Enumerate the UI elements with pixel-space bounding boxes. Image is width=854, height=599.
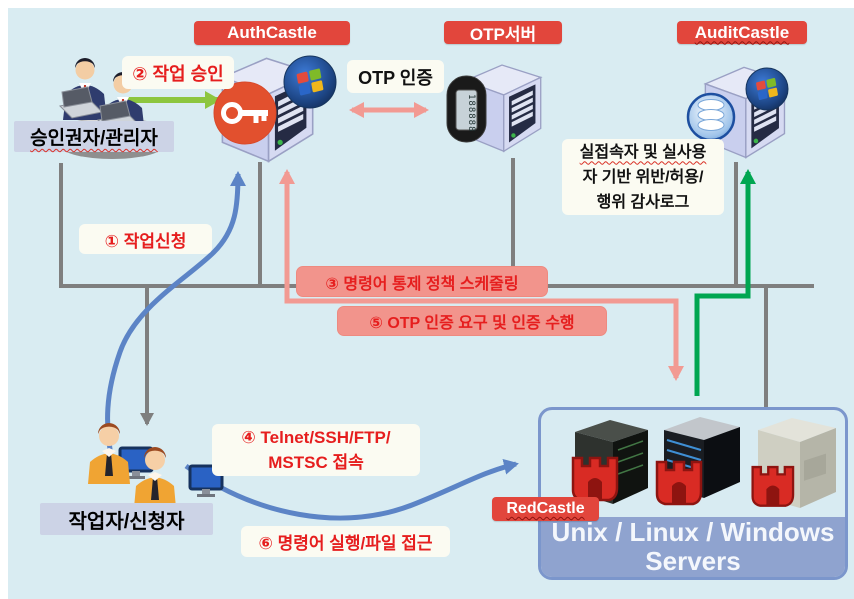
- redcastle-agent-icon-2: [655, 460, 703, 506]
- approver-label-box: 승인권자/관리자: [14, 121, 174, 152]
- step6-label: ⑥ 명령어 실행/파일 접근: [258, 534, 433, 553]
- otp-auth-label: OTP 인증: [358, 67, 433, 88]
- audit-log-line2: 자 기반 위반/허용/: [582, 168, 704, 186]
- otp-token-display: 188888: [466, 94, 476, 133]
- worker-label-box: 작업자/신청자: [40, 503, 213, 535]
- database-icon: [686, 92, 736, 142]
- worker-group-icon: [88, 423, 224, 508]
- banner-otp-server: OTP서버: [444, 21, 562, 44]
- audit-log-note-box: 실접속자 및 실사용 자 기반 위반/허용/ 행위 감사로그: [562, 139, 724, 215]
- banner-otp-server-label: OTP서버: [469, 25, 537, 44]
- windows-logo-icon-audit: [745, 67, 789, 111]
- arrow-audit-log-flow: [694, 169, 756, 396]
- target-servers-caption: Unix / Linux / Windows Servers: [541, 517, 845, 577]
- audit-log-line1: 실접속자 및 실사용: [579, 143, 707, 161]
- banner-authcastle: AuthCastle: [194, 21, 350, 45]
- windows-logo-icon: [283, 55, 337, 109]
- step1-request-box: ① 작업신청: [79, 224, 212, 254]
- servers-caption-line1: Unix / Linux / Windows: [551, 517, 835, 547]
- step3-policy-banner: ③ 명령어 통제 정책 스케줄링: [296, 266, 548, 297]
- key-icon: [213, 81, 277, 145]
- auditcastle-server-icon: [686, 66, 789, 159]
- step6-command-box: ⑥ 명령어 실행/파일 접근: [241, 526, 450, 557]
- step3-label: ③ 명령어 통제 정책 스케줄링: [325, 275, 519, 293]
- authcastle-server-icon: [213, 55, 337, 163]
- step2-approval-box: ② 작업 승인: [122, 56, 234, 89]
- approver-label: 승인권자/관리자: [30, 128, 158, 149]
- otp-token-icon: 188888: [446, 75, 487, 143]
- servers-caption-line2: Servers: [645, 546, 741, 576]
- otp-server-icon: 188888: [446, 64, 542, 152]
- banner-redcastle-label: RedCastle: [506, 500, 585, 517]
- step4-label-line1: ④ Telnet/SSH/FTP/: [241, 428, 391, 447]
- arrow-worker-access-curve: [184, 458, 519, 521]
- step4-label-line2: MSTSC 접속: [268, 453, 364, 472]
- step1-label: ① 작업신청: [104, 231, 187, 251]
- redcastle-agent-icon-3: [751, 465, 795, 507]
- audit-log-line3: 행위 감사로그: [596, 193, 690, 211]
- banner-authcastle-label: AuthCastle: [227, 23, 317, 42]
- redcastle-agent-icon-1: [571, 456, 619, 502]
- banner-auditcastle-label: AuditCastle: [694, 22, 790, 42]
- step2-label: ② 작업 승인: [132, 63, 224, 84]
- arrow-policy-otp-flow: [279, 169, 684, 381]
- worker-label: 작업자/신청자: [68, 510, 185, 533]
- otp-auth-box: OTP 인증: [347, 60, 444, 93]
- step4-access-box: ④ Telnet/SSH/FTP/ MSTSC 접속: [212, 424, 420, 476]
- banner-auditcastle: AuditCastle: [677, 21, 807, 44]
- step5-otp-banner: ⑤ OTP 인증 요구 및 인증 수행: [337, 306, 607, 336]
- arrow-work-request-curve: [105, 171, 246, 467]
- step5-label: ⑤ OTP 인증 요구 및 인증 수행: [369, 315, 575, 332]
- banner-redcastle: RedCastle: [492, 497, 599, 521]
